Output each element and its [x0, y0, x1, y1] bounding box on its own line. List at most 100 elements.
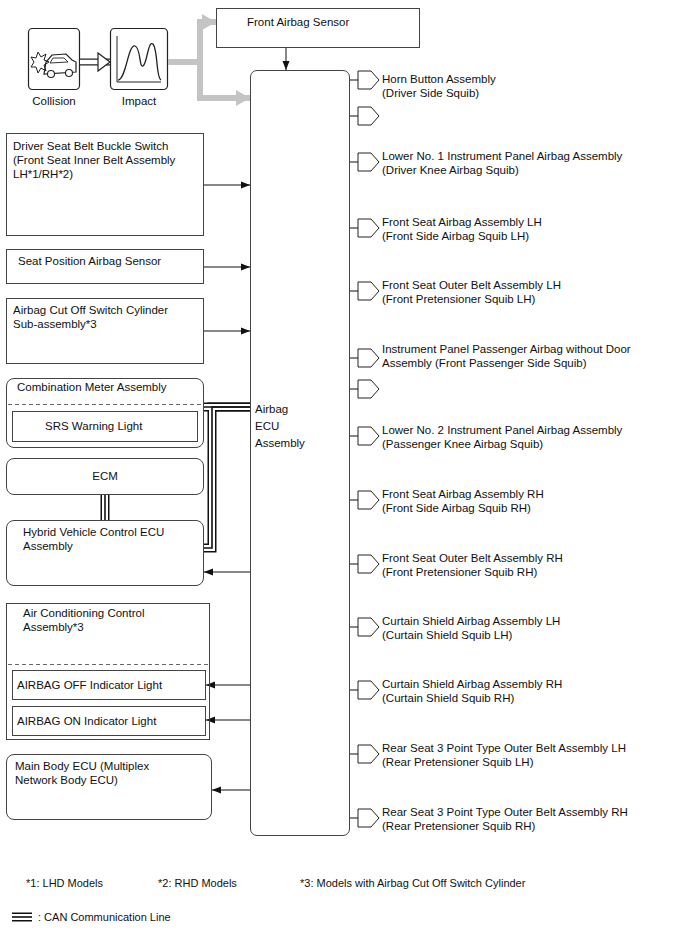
node-text: (Rear Pretensioner Squib RH) [382, 819, 658, 833]
can-line [104, 495, 106, 520]
signal-line [350, 358, 358, 359]
squib-symbol [358, 380, 379, 398]
node-text: Front Seat Airbag Assembly LH [382, 215, 658, 229]
node-text: Driver Seat Belt Buckle Switch [13, 139, 197, 153]
icon-frame [29, 29, 80, 90]
signal-line [350, 162, 358, 163]
signal-line [350, 818, 358, 819]
dashed-separator [8, 404, 202, 405]
node-text: (Passenger Knee Airbag Squib) [382, 437, 658, 451]
impact-arrow [168, 22, 216, 62]
squib-symbol [358, 71, 379, 89]
signal-line [204, 572, 250, 573]
component-box: Driver Seat Belt Buckle Switch(Front Sea… [6, 133, 204, 236]
signal-line [350, 228, 358, 229]
component-box: Airbag Cut Off Switch Cylinder Sub-assem… [6, 298, 204, 364]
signal-line [350, 690, 358, 691]
ecu-box: ECM [6, 458, 204, 495]
node-text: Rear Seat 3 Point Type Outer Belt Assemb… [382, 741, 658, 755]
node-text: Lower No. 2 Instrument Panel Airbag Asse… [382, 423, 658, 437]
impact-icon [111, 29, 168, 90]
component-box: AIRBAG OFF Indicator Light [12, 670, 206, 700]
graph-axes [117, 36, 161, 82]
squib-symbol [358, 153, 379, 171]
node-text: (Front Side Airbag Squib RH) [382, 501, 658, 515]
node-text: Front Seat Outer Belt Assembly LH [382, 278, 658, 292]
signal-line [350, 500, 358, 501]
signal-line [80, 60, 110, 65]
signal-line [212, 790, 250, 791]
node-text: Combination Meter Assembly [17, 380, 197, 394]
footnote: *2: RHD Models [158, 877, 237, 889]
footnote: *3: Models with Airbag Cut Off Switch Cy… [300, 877, 525, 889]
signal-line [350, 116, 358, 117]
squib-component: Front Seat Airbag Assembly RH(Front Side… [358, 487, 658, 515]
can-line [102, 495, 108, 520]
squib-component: Horn Button Assembly(Driver Side Squib) [358, 72, 658, 128]
signal-line [350, 627, 358, 628]
signal-line [350, 754, 358, 755]
collision-icon [29, 29, 80, 90]
ecu-box: Main Body ECU (Multiplex Network Body EC… [6, 754, 212, 820]
legend-entry: : CAN Communication Line [12, 911, 171, 923]
illustration-box: Collision [28, 28, 80, 110]
node-text: SRS Warning Light [45, 419, 191, 433]
signal-line [286, 48, 287, 70]
can-line [204, 407, 250, 548]
node-text: AIRBAG ON Indicator Light [17, 714, 201, 728]
node-text: (Driver Knee Airbag Squib) [382, 163, 658, 177]
can-line [204, 407, 250, 548]
ecu-box: Hybrid Vehicle Control ECU Assembly [6, 520, 204, 586]
node-text: Seat Position Airbag Sensor [18, 254, 197, 268]
component-box: Air Conditioning Control Assembly*3AIRBA… [6, 603, 210, 740]
node-text: Front Seat Outer Belt Assembly RH [382, 551, 658, 565]
node-text: Collision [28, 94, 80, 108]
node-text: Impact [110, 94, 168, 108]
squib-symbol [358, 618, 379, 636]
car-window [50, 58, 68, 63]
node-text: Lower No. 1 Instrument Panel Airbag Asse… [382, 149, 658, 163]
squib-component: Front Seat Outer Belt Assembly RH(Front … [358, 551, 658, 579]
squib-component: Rear Seat 3 Point Type Outer Belt Assemb… [358, 741, 658, 769]
squib-component: Instrument Panel Passenger Airbag withou… [358, 342, 658, 400]
node-text: AIRBAG OFF Indicator Light [17, 678, 201, 692]
component-box: Seat Position Airbag Sensor [6, 249, 204, 284]
squib-symbol [358, 349, 379, 367]
squib-component: Front Seat Outer Belt Assembly LH(Front … [358, 278, 658, 306]
squib-symbol [358, 219, 379, 237]
node-text: Curtain Shield Airbag Assembly RH [382, 677, 658, 691]
node-text: (Rear Pretensioner Squib LH) [382, 755, 658, 769]
footnote: *1: LHD Models [26, 877, 103, 889]
squib-symbol [358, 491, 379, 509]
node-text: Horn Button Assembly [382, 72, 658, 86]
node-text: (Curtain Shield Squib RH) [382, 691, 658, 705]
dashed-separator [8, 664, 208, 665]
airbag-ecu: Airbag ECU Assembly [250, 70, 350, 836]
squib-component: Lower No. 2 Instrument Panel Airbag Asse… [358, 423, 658, 451]
signal-line [350, 436, 358, 437]
node-text: Airbag ECU Assembly [255, 401, 309, 452]
squib-component: Rear Seat 3 Point Type Outer Belt Assemb… [358, 805, 658, 833]
component-box: Front Airbag Sensor [216, 8, 420, 48]
signal-line [80, 59, 110, 66]
squib-component: Front Seat Airbag Assembly LH(Front Side… [358, 215, 658, 243]
node-text: Front Airbag Sensor [247, 15, 411, 29]
node-text: Front Seat Airbag Assembly RH [382, 487, 658, 501]
squib-symbol [358, 427, 379, 445]
squib-symbol [358, 555, 379, 573]
node-text: Curtain Shield Airbag Assembly LH [382, 614, 658, 628]
node-text: (Front Side Airbag Squib LH) [382, 229, 658, 243]
squib-symbol [358, 745, 379, 763]
node-text: (Driver Side Squib) [382, 86, 658, 100]
signal-line [350, 291, 358, 292]
component-box: AIRBAG ON Indicator Light [12, 706, 206, 736]
car-wheel [48, 71, 55, 78]
squib-symbol [358, 107, 379, 125]
signal-line [206, 685, 250, 686]
legend-swatch [12, 911, 32, 923]
node-text: Air Conditioning Control Assembly*3 [23, 606, 188, 634]
node-text: Rear Seat 3 Point Type Outer Belt Assemb… [382, 805, 658, 819]
node-text: (Front Seat Inner Belt Assembly LH*1/RH*… [13, 153, 197, 181]
squib-component: Lower No. 1 Instrument Panel Airbag Asse… [358, 149, 658, 177]
